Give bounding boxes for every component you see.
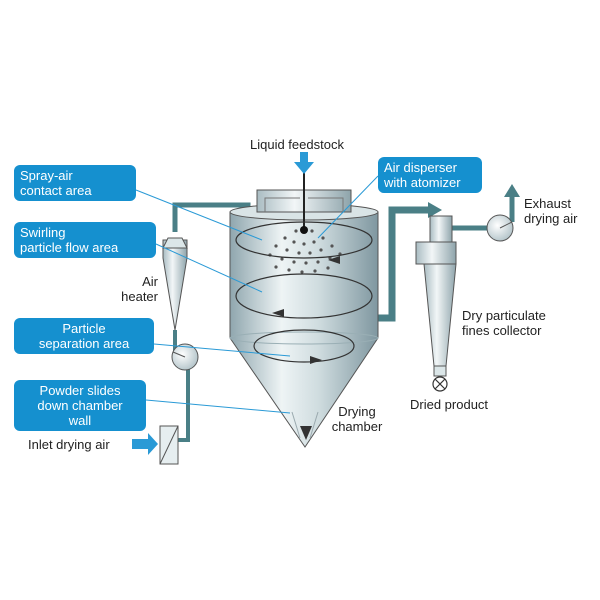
label-text: heater	[121, 289, 158, 304]
cyclone-collector	[415, 215, 457, 377]
callout-text: Powder slides	[39, 383, 121, 398]
callout-text: Particle	[62, 321, 106, 336]
rotary-valve	[432, 376, 448, 392]
label-text: Exhaust	[524, 196, 571, 211]
label-text: chamber	[331, 419, 383, 434]
air-heater	[162, 237, 188, 331]
outlet-arrow	[428, 202, 442, 218]
label-exhaust-drying-air: Exhaust drying air	[524, 196, 577, 226]
callout-text: Air disperser	[384, 160, 457, 175]
feed-arrow	[294, 152, 314, 174]
swirl-flow	[235, 221, 373, 363]
callout-text: contact area	[20, 183, 92, 198]
callout-text: particle flow area	[20, 240, 119, 255]
label-drying-chamber: Drying chamber	[326, 404, 388, 434]
outlet-pipe	[378, 206, 428, 322]
label-liquid-feedstock: Liquid feedstock	[250, 137, 344, 152]
label-text: fines collector	[462, 323, 542, 338]
label-dried-product: Dried product	[410, 397, 489, 412]
label-text: Air	[142, 274, 158, 289]
inlet-fan	[171, 343, 199, 371]
callout-text: with atomizer	[384, 175, 461, 190]
label-text: Drying	[338, 404, 376, 419]
inlet-filter	[159, 425, 179, 465]
label-text: Dry particulate	[462, 308, 546, 323]
callout-leaders	[135, 175, 379, 414]
callout-text: Swirling	[20, 225, 66, 240]
callout-air-disperser: Air disperser with atomizer	[378, 157, 482, 193]
callout-text: Spray-air	[20, 168, 73, 183]
exhaust-fan	[486, 214, 514, 242]
label-fines-collector: Dry particulate fines collector	[462, 308, 546, 338]
spray-droplets	[268, 229, 342, 274]
swirl-arrows	[272, 256, 340, 440]
callout-text: separation area	[38, 336, 130, 351]
callout-spray-air-contact: Spray-air contact area	[14, 165, 136, 201]
label-inlet-drying-air: Inlet drying air	[28, 437, 110, 452]
callout-swirling-particle-flow: Swirling particle flow area	[14, 222, 156, 258]
inlet-air-arrow	[132, 433, 158, 455]
callout-text: down chamber	[37, 398, 123, 413]
callout-particle-separation: Particle separation area	[14, 318, 154, 354]
label-air-heater: Air heater	[118, 274, 158, 304]
powder-streaks	[291, 411, 319, 439]
callout-text: wall	[68, 413, 92, 428]
label-text: drying air	[524, 211, 578, 226]
callout-powder-slides: Powder slides down chamber wall	[14, 380, 146, 431]
exhaust-arrow	[504, 184, 520, 197]
